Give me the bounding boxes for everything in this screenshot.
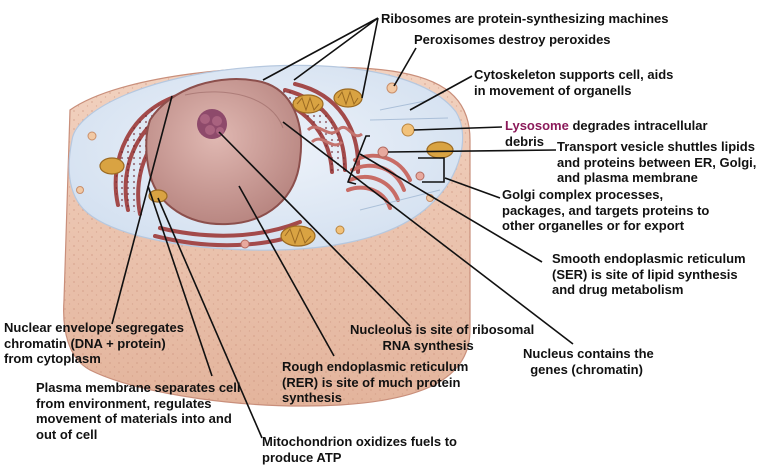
- label-peroxisomes: Peroxisomes destroy peroxides: [414, 32, 611, 47]
- nucleolus-leader: [218, 131, 411, 327]
- label-ser: Smooth endoplasmic reticulum (SER) is si…: [552, 251, 746, 297]
- label-golgi: Golgi complex processes, packages, and t…: [502, 187, 710, 233]
- rer-leader: [238, 185, 335, 357]
- label-cytoskeleton: Cytoskeleton supports cell, aids in move…: [474, 67, 674, 98]
- label-nucleolus: Nucleolus is site of ribosomal RNA synth…: [350, 322, 535, 353]
- label-nucleus: Nucleus contains the genes (chromatin): [523, 346, 654, 377]
- nuclear-envelope-leader: [111, 95, 173, 325]
- plasma-membrane-leader: [147, 185, 213, 377]
- transport-vesicle-leader: [387, 149, 557, 153]
- golgi-bracket: [346, 135, 370, 185]
- label-plasma-membrane: Plasma membrane separates cell from envi…: [36, 380, 241, 442]
- lysosome-term: Lysosome: [505, 118, 569, 133]
- nucleus: [145, 78, 302, 226]
- mitochondrion: [280, 225, 316, 247]
- mitochondrion: [292, 94, 324, 114]
- golgi-bracket-right: [418, 157, 445, 183]
- golgi-leader: [444, 177, 501, 199]
- smooth-er: [306, 125, 363, 147]
- vesicles: [76, 82, 434, 249]
- peroxisomes-leader: [393, 47, 417, 87]
- cytoskeleton-leader: [409, 75, 473, 111]
- label-nuclear-envelope: Nuclear envelope segregates chromatin (D…: [4, 320, 184, 366]
- lysosome-description: degrades intracellular debris: [505, 118, 708, 149]
- label-rer: Rough endoplasmic reticulum (RER) is sit…: [282, 359, 469, 405]
- mitochondrion: [99, 157, 125, 175]
- label-ribosomes: Ribosomes are protein-synthesizing machi…: [381, 11, 669, 26]
- label-mitochondrion: Mitochondrion oxidizes fuels to produce …: [262, 434, 457, 465]
- lysosome-leader: [413, 126, 503, 131]
- leader-lines: [111, 17, 574, 439]
- lysosome: [401, 123, 415, 137]
- mitochondrion: [426, 141, 454, 159]
- label-transport-vesicle: Transport vesicle shuttles lipids and pr…: [557, 139, 757, 185]
- label-lysosome: Lysosome degrades intracellular debris: [505, 118, 708, 149]
- nucleus-leader: [282, 121, 574, 345]
- ribosomes-leader: [262, 17, 379, 99]
- mitochondrion: [333, 88, 363, 108]
- mitochondrion-leader: [157, 197, 263, 439]
- mitochondria: [99, 88, 454, 247]
- nucleolus: [197, 109, 227, 139]
- ser-leader: [359, 153, 543, 263]
- mitochondrion: [148, 189, 168, 203]
- transport-vesicle: [377, 146, 389, 158]
